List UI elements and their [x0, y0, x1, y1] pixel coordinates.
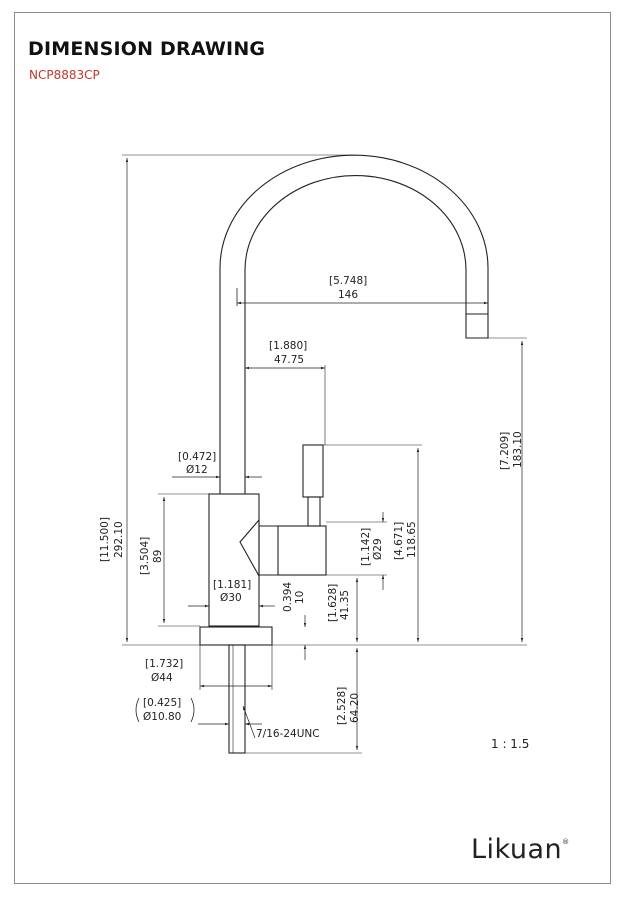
shank-length-inch: [2.528]	[336, 687, 348, 725]
handle-axis-inch: [1.628]	[327, 584, 339, 622]
registered-mark: ®	[562, 838, 570, 846]
spout-reach-mm: 146	[338, 289, 358, 301]
thread-leader	[242, 705, 256, 739]
handle-dia-inch: [1.142]	[360, 528, 372, 566]
handle-dia-mm: Ø29	[372, 538, 384, 560]
body-dia-inch: [1.181]	[213, 579, 251, 591]
spout-reach-inch: [5.748]	[329, 275, 367, 287]
brand-logo: Likuan®	[471, 834, 570, 865]
faucet-outline	[199, 154, 489, 754]
handle-knob	[302, 444, 324, 498]
handle-hub	[239, 518, 260, 579]
body-height-mm: 89	[152, 550, 164, 563]
handle-axis-mm: 41.35	[339, 590, 351, 620]
shank-length-mm: 64.20	[349, 693, 361, 723]
faucet-body	[208, 493, 260, 627]
shank-dia-inch: [0.425]	[143, 697, 181, 709]
base-gap-mm: 10	[294, 591, 306, 604]
outlet-height-mm: 183.10	[512, 431, 524, 468]
dimension-labels: [11.500] 292.10 [5.748] 146 [1.880] 47.7…	[99, 275, 524, 740]
outlet-height-inch: [7.209]	[499, 432, 511, 470]
handle-offset-inch: [1.880]	[269, 340, 307, 352]
body-height-inch: [3.504]	[139, 537, 151, 575]
page-title: DIMENSION DRAWING	[28, 38, 266, 60]
scale-label: 1 : 1.5	[491, 737, 530, 751]
overall-height-inch: [11.500]	[99, 517, 111, 562]
drawing-border	[14, 12, 611, 884]
handle-stem	[307, 496, 321, 527]
base-dia-inch: [1.732]	[145, 658, 183, 670]
spout-arc-inner	[244, 175, 467, 288]
model-number: NCP8883CP	[29, 68, 100, 82]
brand-name: Likuan	[471, 834, 563, 865]
overall-height-mm: 292.10	[113, 521, 125, 558]
neck-dia-mm: Ø12	[186, 464, 208, 476]
handle-offset-mm: 47.75	[274, 354, 304, 366]
base-plate	[199, 626, 273, 646]
handle-housing	[277, 525, 327, 576]
base-dia-mm: Ø44	[151, 672, 173, 684]
thread-spec: 7/16-24UNC	[256, 728, 320, 740]
handle-height-mm: 118.65	[406, 521, 418, 558]
base-gap-inch: 0.394	[282, 582, 294, 612]
handle-height-inch: [4.671]	[393, 522, 405, 560]
neck-dia-inch: [0.472]	[178, 451, 216, 463]
shank-dia-brackets	[135, 697, 195, 723]
body-dia-mm: Ø30	[220, 592, 242, 604]
shank-dia-mm: Ø10.80	[143, 711, 181, 723]
shank	[228, 644, 246, 754]
spout-tip	[465, 288, 489, 339]
